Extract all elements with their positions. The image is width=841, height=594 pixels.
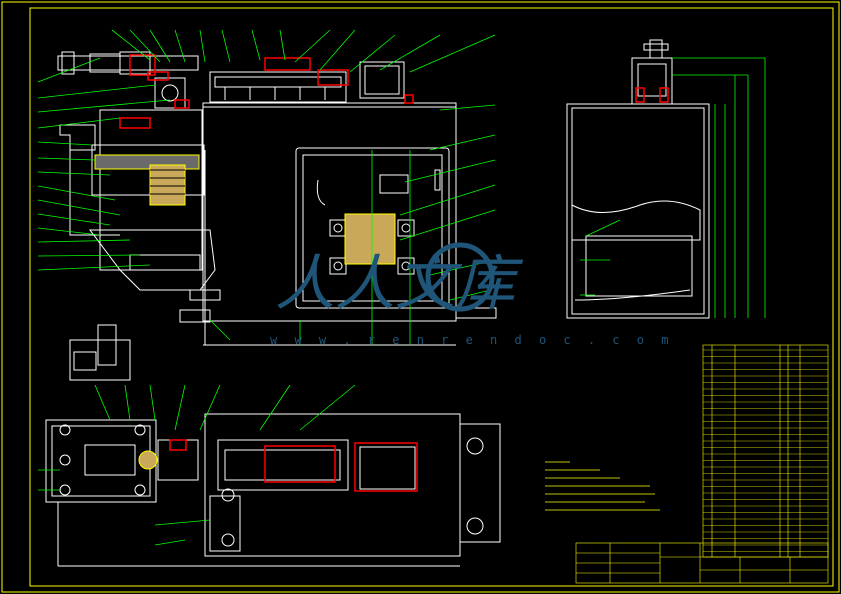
technical-notes	[545, 461, 660, 511]
parts-list-rows	[703, 349, 828, 552]
plan-view-highlights	[169, 439, 418, 492]
title-block	[575, 542, 829, 584]
elevation-view	[57, 51, 497, 346]
side-view-leaders	[580, 57, 766, 318]
parts-list-table	[702, 344, 829, 558]
side-view	[566, 39, 710, 319]
plan-view-leaders	[38, 384, 356, 546]
side-view-highlights	[635, 87, 669, 103]
elevation-highlights	[119, 54, 414, 129]
watermark-url: w w w . r e n r e n d o c . c o m	[270, 333, 674, 347]
plan-view	[45, 324, 501, 567]
